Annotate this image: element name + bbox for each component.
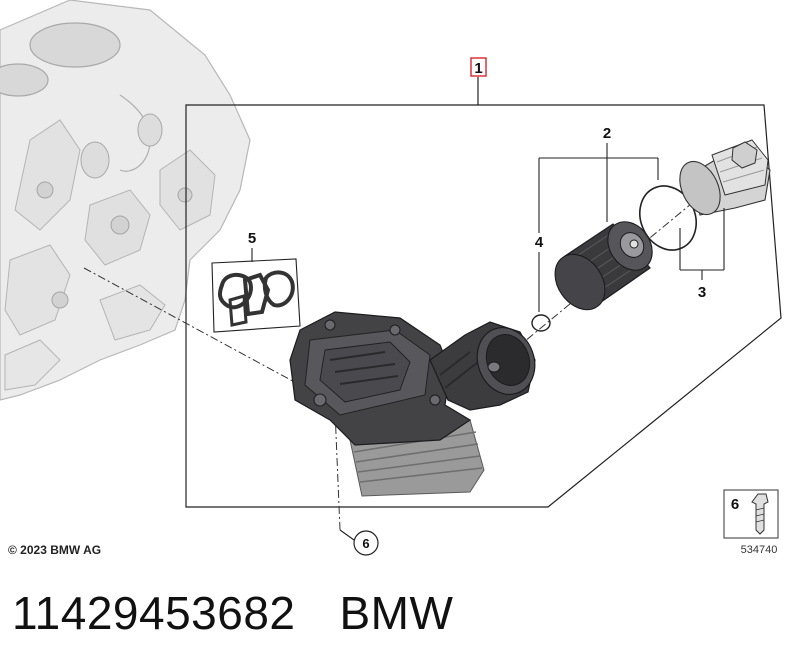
copyright-notice: © 2023 BMW AG <box>8 543 101 557</box>
callout-4-bracket <box>538 157 659 312</box>
axis-line-left <box>83 267 301 386</box>
callout-2-label: 2 <box>603 125 611 142</box>
callout-4-label: 4 <box>535 234 544 251</box>
figure-number: 534740 <box>741 544 778 556</box>
part-caption: 11429453682 BMW <box>12 586 497 640</box>
callout-5-label: 5 <box>248 230 256 247</box>
part-number: 11429453682 <box>12 587 296 639</box>
small-o-ring-illustration <box>531 314 551 332</box>
oil-filter-housing-illustration <box>289 311 536 446</box>
brand-name: BMW <box>339 587 454 639</box>
callout-3-label: 3 <box>698 284 706 301</box>
callout-6-circle <box>353 530 379 556</box>
callout-1-box <box>470 57 487 77</box>
callout-6-leader <box>339 529 355 541</box>
callout-3-bracket <box>679 208 725 280</box>
gasket-set-illustration <box>211 258 301 333</box>
filter-cover-illustration <box>679 139 771 216</box>
filter-element-illustration <box>554 221 653 311</box>
callout-6-circled-label: 6 <box>362 536 369 551</box>
bolt-part-box-label: 6 <box>731 496 739 513</box>
axis-line-bolt <box>334 409 341 531</box>
callout-1-label: 1 <box>474 60 482 77</box>
bolt-part-box <box>723 489 779 539</box>
engine-block-illustration <box>0 0 251 401</box>
assembly-frame <box>185 104 782 508</box>
